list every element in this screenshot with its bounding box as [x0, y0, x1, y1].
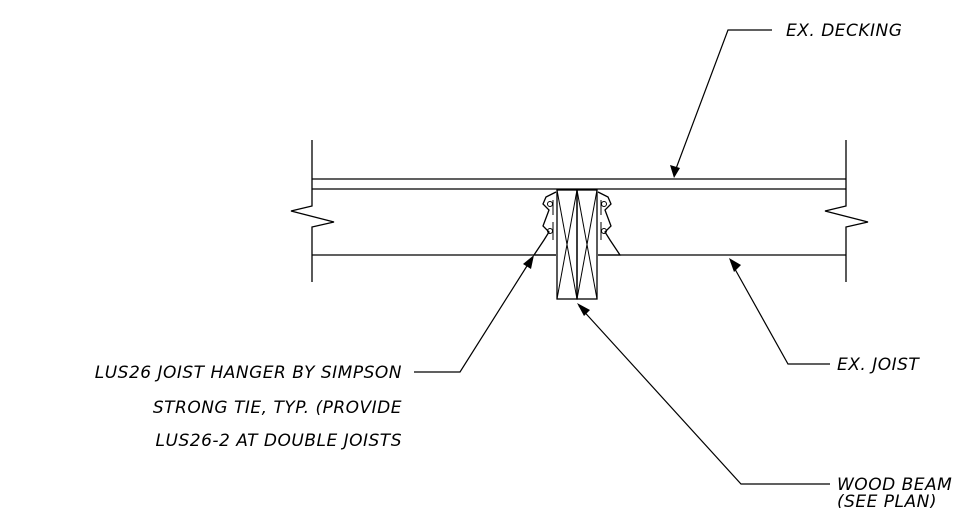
leader-beam: [577, 303, 830, 485]
label-hanger-line-1: LUS26 JOIST HANGER BY SIMPSON: [95, 363, 402, 383]
beam-ply-right: [576, 189, 598, 300]
label-ex-joist: EX. JOIST: [837, 355, 920, 375]
label-joist-hanger: LUS26 JOIST HANGER BY SIMPSON STRONG TIE…: [95, 363, 402, 451]
break-line-right: [824, 140, 869, 282]
break-line-left: [290, 140, 335, 282]
label-beam-line-1: WOOD BEAM: [837, 475, 952, 495]
leader-decking: [670, 29, 772, 178]
label-hanger-line-2: STRONG TIE, TYP. (PROVIDE: [153, 398, 402, 418]
framing: [312, 178, 846, 256]
joist-hanger-right: [597, 191, 622, 256]
label-ex-decking: EX. DECKING: [786, 21, 902, 41]
leader-hanger: [414, 255, 534, 373]
joist-hanger-left: [532, 191, 557, 256]
label-beam-line-2: (SEE PLAN): [837, 492, 937, 508]
label-hanger-line-3: LUS26-2 AT DOUBLE JOISTS: [156, 431, 402, 451]
wood-beam: [556, 189, 598, 300]
leader-joist: [729, 258, 830, 365]
label-wood-beam: WOOD BEAM (SEE PLAN): [837, 475, 952, 508]
